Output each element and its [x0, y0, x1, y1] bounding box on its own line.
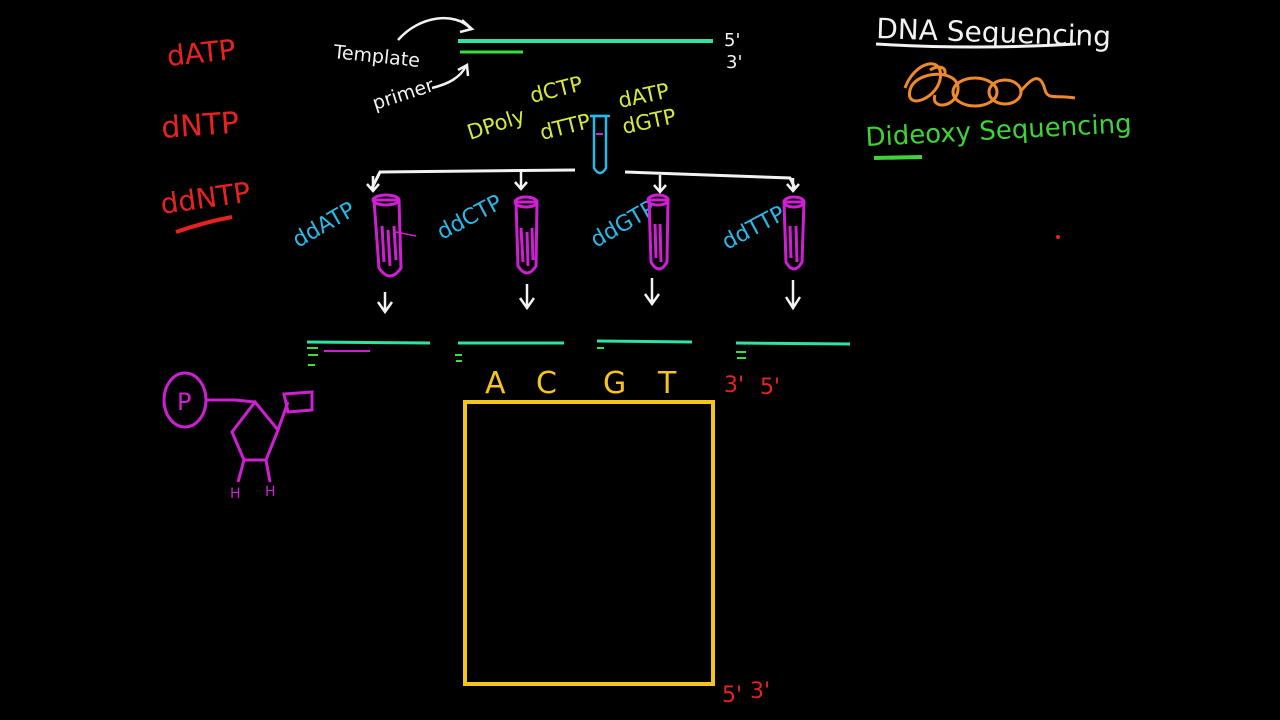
- mix-dttp: dTTP: [537, 109, 593, 145]
- master-tube: [590, 114, 610, 175]
- gel-box: [463, 400, 715, 686]
- nucleotide-structure: [162, 371, 314, 483]
- title-underline: [875, 42, 1077, 49]
- template-label: Template: [331, 41, 421, 72]
- down-arrows: [376, 278, 802, 315]
- primer-label: primer: [370, 74, 437, 114]
- note-ddntp-underline: [175, 215, 233, 234]
- gel-top-end-3: 3': [724, 373, 744, 398]
- primer-ticks: [307, 347, 746, 366]
- distribution-bracket: [370, 168, 797, 189]
- dna-scribble: [903, 62, 1076, 108]
- tube-g: [646, 193, 670, 271]
- template-end-5: 5': [724, 30, 740, 51]
- mix-dpoly: DPoly: [464, 104, 528, 145]
- template-arrow: [397, 16, 475, 41]
- note-dntp: dNTP: [160, 106, 240, 146]
- distribution-arrows: [366, 172, 800, 194]
- lane-label-g: G: [603, 366, 626, 401]
- subtitle-underline: [873, 155, 923, 160]
- phosphate-label: P: [177, 388, 191, 416]
- red-dot: [1056, 235, 1060, 239]
- template-end-3: 3': [726, 52, 742, 73]
- hydrogen-left: H: [230, 486, 241, 502]
- tube-label-ddttp: ddTTP: [718, 201, 790, 255]
- subtitle-text: Dideoxy Sequencing: [865, 109, 1133, 153]
- lane-label-t: T: [657, 366, 677, 401]
- tube-a: [371, 193, 417, 278]
- gel-bottom-end-5: 5': [722, 683, 742, 708]
- lane-label-c: C: [536, 366, 557, 401]
- primer-arrow: [431, 62, 470, 90]
- tube-c: [513, 195, 539, 275]
- gel-bottom-end-3: 3': [750, 679, 770, 704]
- lane-label-a: A: [485, 366, 506, 401]
- tube-label-ddatp: ddATP: [289, 198, 360, 254]
- tube-label-ddctp: ddCTP: [433, 190, 507, 245]
- mix-dctp: dCTP: [527, 72, 585, 108]
- hydrogen-right: H: [265, 484, 276, 500]
- tube-t: [782, 195, 806, 271]
- gel-top-end-5: 5': [760, 375, 780, 400]
- note-ddntp: ddNTP: [158, 176, 252, 221]
- product-strands: [306, 339, 851, 346]
- note-datp: dATP: [165, 33, 237, 73]
